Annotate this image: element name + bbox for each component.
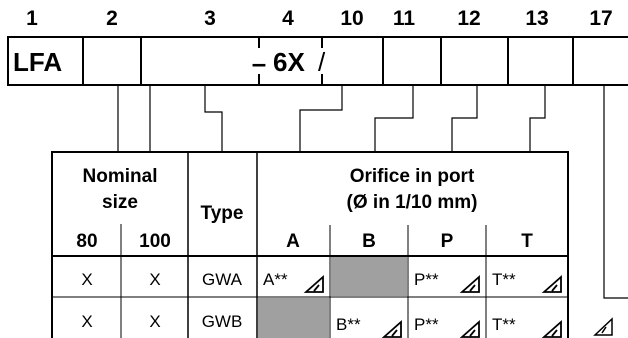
orifice-table — [51, 151, 569, 338]
position-number-2: 2 — [106, 7, 118, 30]
position-number-11: 11 — [393, 7, 416, 30]
port-cells: A** P** T** B** P** T** — [258, 257, 562, 338]
position-17-marker-icon — [593, 317, 613, 336]
series-cell-ticks — [258, 38, 323, 84]
ordering-code-row — [7, 36, 628, 86]
row1-port-p-value: P** — [414, 270, 439, 289]
header-orifice-line1: Orifice in port — [350, 166, 475, 187]
position-number-13: 13 — [525, 7, 548, 30]
connector-port-p — [451, 85, 478, 152]
row1-port-p-marker-icon — [459, 275, 480, 293]
position-number-10: 10 — [340, 7, 363, 30]
position-number-1: 1 — [26, 7, 38, 30]
header-port-t: T — [521, 231, 533, 252]
code-cell-12 — [440, 36, 509, 86]
table-row: X X GWA — [81, 270, 242, 289]
header-type: Type — [201, 203, 244, 224]
position-number-17: 17 — [589, 7, 612, 30]
header-port-b: B — [362, 231, 376, 252]
connector-port-a — [299, 85, 343, 152]
header-port-a: A — [286, 231, 300, 252]
row1-size-80: X — [81, 270, 92, 289]
row1-size-100: X — [149, 270, 160, 289]
connector-type — [204, 85, 223, 152]
header-nominal-size-line1: Nominal — [83, 166, 158, 187]
code-cell-11 — [382, 36, 442, 86]
row2-type: GWB — [202, 312, 243, 331]
position-number-3: 3 — [204, 7, 216, 30]
code-series: 6X — [273, 47, 305, 77]
connector-17 — [603, 85, 628, 299]
code-dash: – — [252, 48, 266, 78]
code-slash: / — [318, 47, 326, 77]
header-size-100: 100 — [139, 231, 171, 252]
row1-type: GWA — [202, 270, 243, 289]
position-number-4: 4 — [282, 7, 294, 30]
row2-port-t-marker-icon — [541, 320, 562, 338]
table-row: X X GWB — [81, 312, 242, 331]
header-nominal-size-line2: size — [102, 192, 138, 213]
row2-port-p-value: P** — [414, 315, 439, 334]
row2-size-80: X — [81, 312, 92, 331]
row1-port-a-marker-icon — [303, 275, 324, 293]
row2-port-t-value: T** — [492, 315, 516, 334]
connector-port-t — [529, 85, 546, 152]
row1-port-t-marker-icon — [541, 275, 562, 293]
code-cell-2 — [82, 36, 142, 86]
row2-port-b-value: B** — [336, 315, 361, 334]
code-cell-17 — [573, 36, 628, 86]
position-numbers: 1 2 3 4 10 11 12 13 17 — [26, 7, 613, 30]
header-port-p: P — [441, 231, 454, 252]
row2-port-b-marker-icon — [381, 320, 402, 338]
row1-port-t-value: T** — [492, 270, 516, 289]
header-size-80: 80 — [76, 231, 97, 252]
row2-size-100: X — [149, 312, 160, 331]
row1-port-b-shaded-cell — [331, 257, 407, 296]
position-number-12: 12 — [457, 7, 480, 30]
code-prefix: LFA — [13, 47, 62, 77]
connector-lines — [117, 85, 628, 299]
connector-port-b — [374, 85, 414, 152]
row2-port-a-shaded-cell — [258, 298, 329, 338]
table-header: Nominal size 80 100 Type Orifice in port… — [76, 166, 533, 252]
table-border — [51, 151, 569, 338]
header-orifice-line2: (Ø in 1/10 mm) — [347, 192, 478, 213]
row2-port-p-marker-icon — [459, 320, 480, 338]
row1-port-a-value: A** — [263, 270, 288, 289]
code-cell-13 — [507, 36, 574, 86]
